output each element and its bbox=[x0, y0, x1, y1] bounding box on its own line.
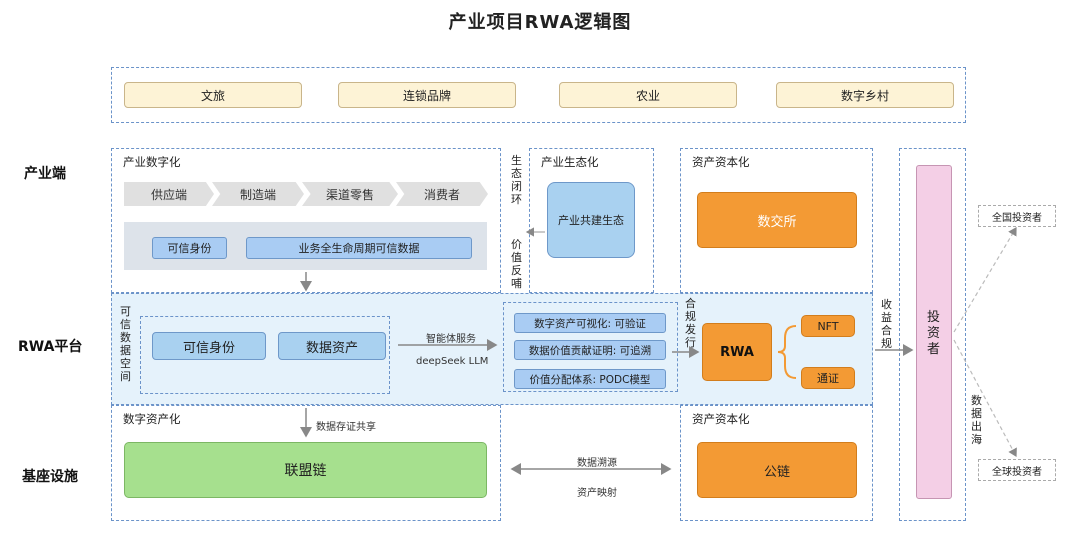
chain-step-consumer: 消费者 bbox=[396, 182, 488, 206]
category-agriculture: 农业 bbox=[559, 82, 737, 108]
data-exchange-box: 数交所 bbox=[697, 192, 857, 248]
chain-step-retail: 渠道零售 bbox=[302, 182, 398, 206]
llm-label: deepSeek LLM bbox=[416, 356, 489, 367]
industry-eco-frame bbox=[529, 148, 654, 293]
row-label-infra: 基座设施 bbox=[22, 469, 78, 485]
global-investor-box: 全球投资者 bbox=[978, 459, 1056, 481]
category-wenlv: 文旅 bbox=[124, 82, 302, 108]
investor-frame bbox=[899, 148, 966, 521]
national-investor-label: 全国投资者 bbox=[992, 212, 1042, 224]
chain-step-manufacture: 制造端 bbox=[212, 182, 304, 206]
data-store-label: 数据存证共享 bbox=[316, 422, 376, 433]
lifecycle-data: 业务全生命周期可信数据 bbox=[246, 237, 472, 259]
brace-nft-token bbox=[777, 325, 797, 379]
eco-loop-label: 生态闭环 bbox=[511, 154, 522, 206]
categories-frame bbox=[111, 67, 966, 123]
investor-bar bbox=[916, 165, 952, 499]
digital-asset-label: 数字资产化 bbox=[123, 412, 181, 426]
industry-digital-frame bbox=[111, 148, 501, 293]
feature-contribution: 数据价值贡献证明: 可追溯 bbox=[514, 340, 666, 360]
arrow-global bbox=[953, 339, 1017, 458]
trusted-space-frame bbox=[140, 316, 390, 394]
chain-step-supply: 供应端 bbox=[124, 182, 214, 206]
data-trace-label: 数据溯源 bbox=[577, 458, 617, 469]
income-compliance-label: 收益合规 bbox=[881, 298, 892, 350]
digital-asset-frame bbox=[111, 405, 501, 521]
data-asset-box: 数据资产 bbox=[278, 332, 386, 360]
alliance-chain-box: 联盟链 bbox=[124, 442, 487, 498]
trusted-id-top: 可信身份 bbox=[152, 237, 227, 259]
value-feedback-label: 价值反哺 bbox=[511, 238, 522, 290]
feature-distribution: 价值分配体系: PODC模型 bbox=[514, 369, 666, 389]
compliance-label: 合规发行 bbox=[685, 297, 696, 349]
category-digital-village: 数字乡村 bbox=[776, 82, 954, 108]
nft-box: NFT bbox=[801, 315, 855, 337]
features-frame bbox=[503, 302, 678, 392]
investor-label: 投资者 bbox=[927, 310, 941, 357]
row-label-industry: 产业端 bbox=[24, 166, 66, 182]
category-chain-brand: 连锁品牌 bbox=[338, 82, 516, 108]
alliance-chain-label: 联盟链 bbox=[284, 463, 327, 479]
token-box: 通证 bbox=[801, 367, 855, 389]
asset-cap-bottom-frame bbox=[680, 405, 873, 521]
national-investor-box: 全国投资者 bbox=[978, 205, 1056, 227]
industry-eco-label: 产业生态化 bbox=[541, 155, 599, 169]
agent-service-label: 智能体服务 bbox=[426, 334, 476, 345]
global-investor-label: 全球投资者 bbox=[992, 466, 1042, 478]
data-export-label: 数据出海 bbox=[971, 394, 982, 446]
diagram-title: 产业项目RWA逻辑图 bbox=[448, 12, 632, 33]
feature-visualize: 数字资产可视化: 可验证 bbox=[514, 313, 666, 333]
row-label-rwa: RWA平台 bbox=[18, 339, 83, 355]
asset-map-label: 资产映射 bbox=[577, 488, 617, 499]
industry-digital-label: 产业数字化 bbox=[123, 155, 181, 169]
trusted-space-label: 可信数据空间 bbox=[120, 305, 131, 383]
rwa-box: RWA bbox=[702, 323, 772, 381]
co-build-eco-box: 产业共建生态 bbox=[547, 182, 635, 258]
trusted-id-box: 可信身份 bbox=[152, 332, 266, 360]
public-chain-box: 公链 bbox=[697, 442, 857, 498]
arrow-national bbox=[953, 226, 1017, 333]
asset-cap-top-label: 资产资本化 bbox=[692, 155, 750, 169]
asset-cap-bottom-label: 资产资本化 bbox=[692, 412, 750, 426]
asset-cap-top-frame bbox=[680, 148, 873, 293]
